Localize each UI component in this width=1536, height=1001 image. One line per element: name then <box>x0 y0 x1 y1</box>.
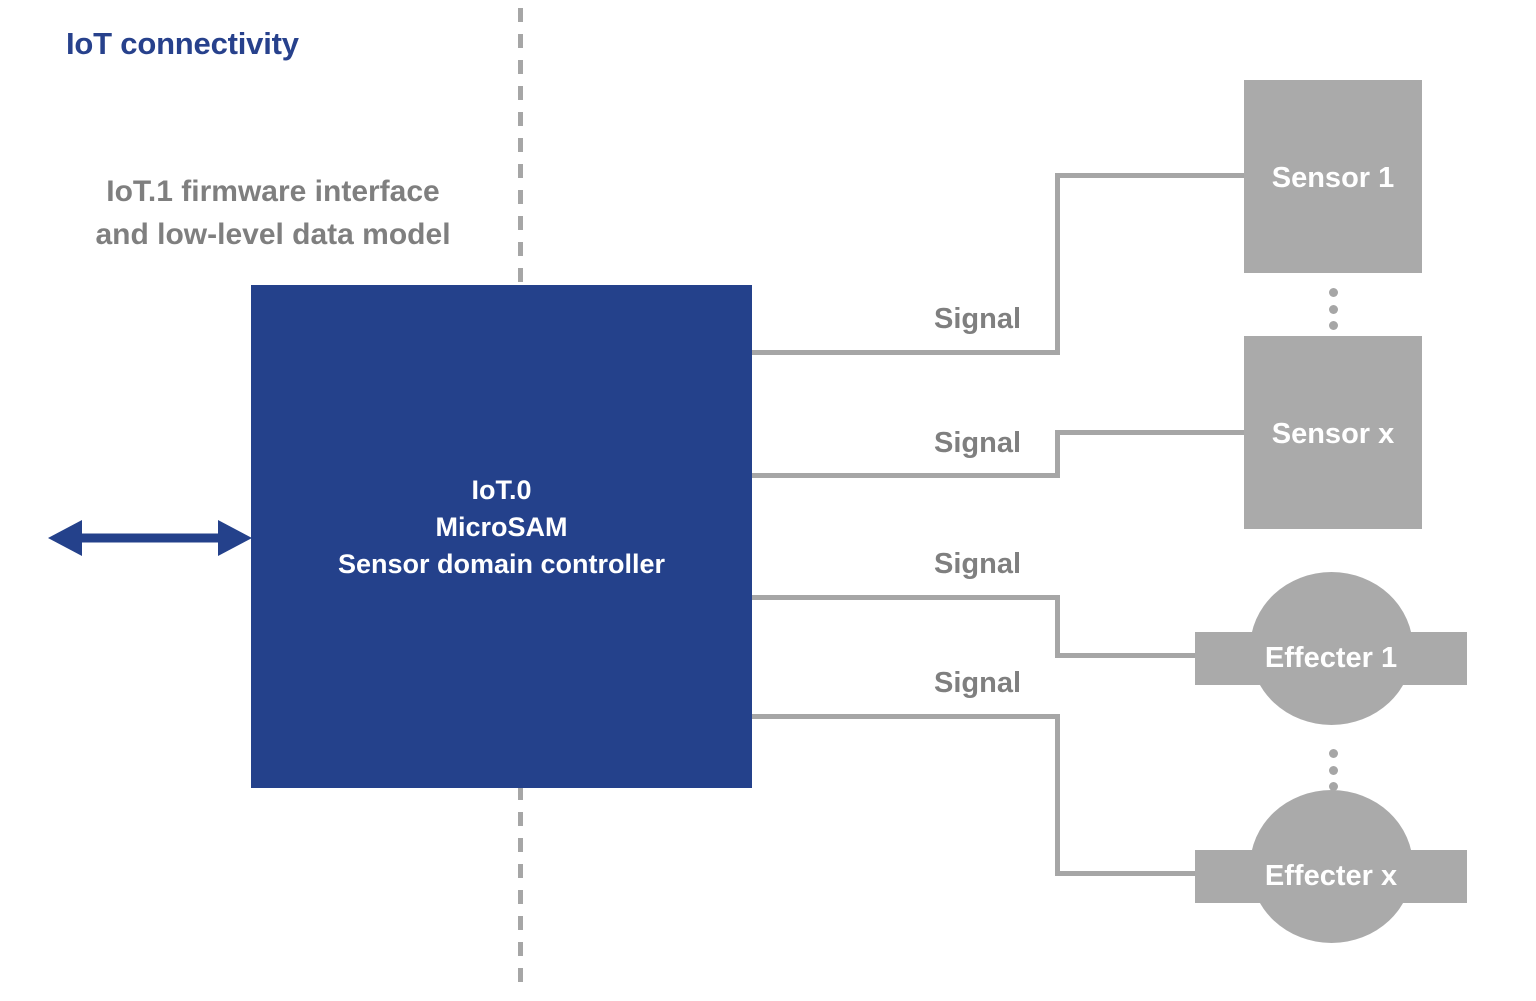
controller-label: IoT.0 MicroSAM Sensor domain controller <box>337 475 666 579</box>
iot1-interface-caption: IoT.1 firmware interface and low-level d… <box>95 175 451 251</box>
signal-label-sensor-x: Signal <box>933 427 1021 459</box>
sensor-domain-controller-box: IoT.0 MicroSAM Sensor domain controller <box>251 285 752 788</box>
wire-sensor-1-segment-a <box>752 350 1060 355</box>
effecter-node-1-label: Effecter 1 <box>1264 642 1398 674</box>
boundary-divider-lower <box>518 630 523 990</box>
sensor-node-x-label: Sensor x <box>1271 418 1395 450</box>
effecter-node-1[interactable]: Effecter 1 <box>1195 572 1467 725</box>
effecter-node-x-band <box>1195 850 1467 903</box>
wire-sensor-x-segment-b <box>1055 430 1246 435</box>
signal-label-effecter-x: Signal <box>933 667 1021 699</box>
wire-effecter-x-segment-a <box>752 714 1060 719</box>
effecter-node-1-band <box>1195 632 1467 685</box>
effecter-node-x-label: Effecter x <box>1264 860 1398 892</box>
wire-effecter-1-riser <box>1055 595 1060 657</box>
wire-sensor-x-segment-a <box>752 473 1060 478</box>
effecter-node-x[interactable]: Effecter x <box>1195 790 1467 943</box>
wire-effecter-x-segment-b <box>1055 871 1197 876</box>
sensor-continuation-ellipsis-icon <box>1328 288 1338 330</box>
wire-sensor-1-riser <box>1055 173 1060 355</box>
wire-effecter-1-segment-b <box>1055 653 1197 658</box>
wire-effecter-x-riser <box>1055 714 1060 875</box>
wire-sensor-x-riser <box>1055 430 1060 478</box>
sensor-node-1[interactable]: Sensor 1 <box>1244 80 1422 273</box>
page-title: IoT connectivity <box>66 26 299 61</box>
double-arrow-icon <box>48 520 252 556</box>
signal-label-sensor-1: Signal <box>933 303 1021 335</box>
signal-label-effecter-1: Signal <box>933 548 1021 580</box>
boundary-divider-upper <box>518 8 523 488</box>
effecter-continuation-ellipsis-icon <box>1328 749 1338 791</box>
wire-effecter-1-segment-a <box>752 595 1060 600</box>
sensor-node-1-label: Sensor 1 <box>1271 162 1395 194</box>
sensor-node-x[interactable]: Sensor x <box>1244 336 1422 529</box>
wire-sensor-1-segment-b <box>1055 173 1246 178</box>
